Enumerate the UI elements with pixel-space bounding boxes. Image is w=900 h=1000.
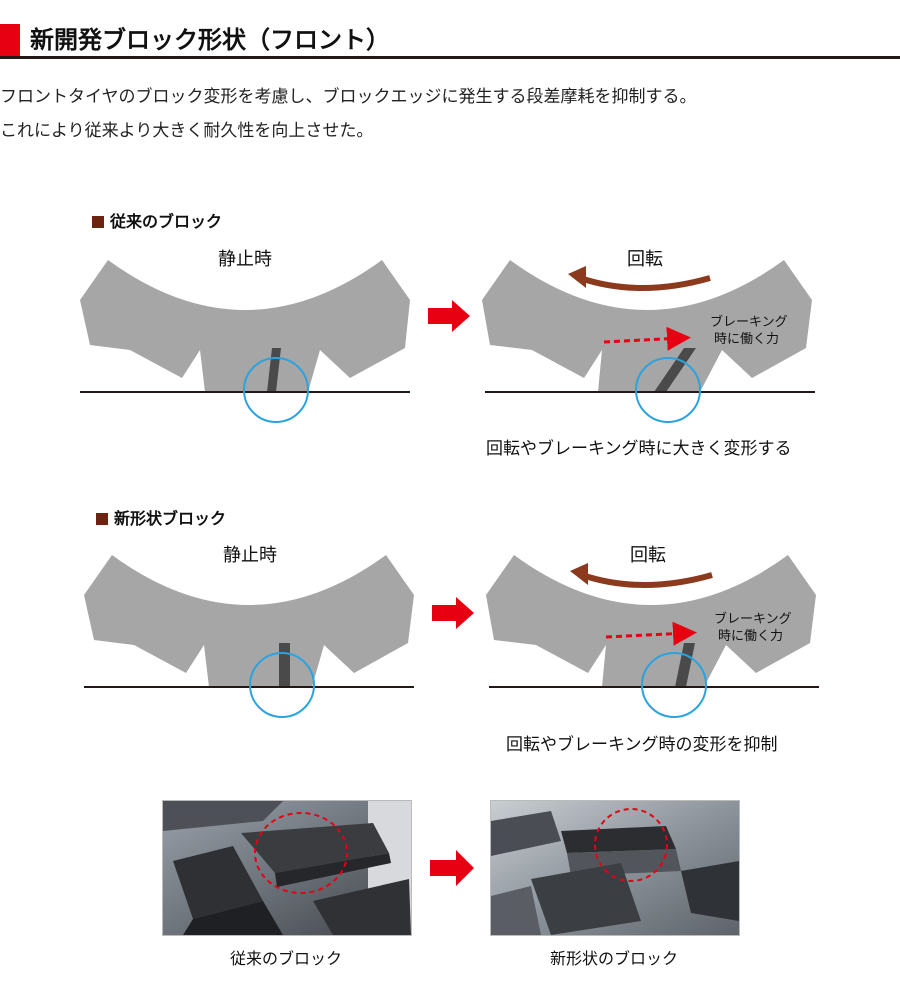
rotation-label: 回転 bbox=[630, 545, 666, 566]
highlight-circle bbox=[243, 357, 309, 423]
transition-arrow-icon bbox=[428, 300, 470, 332]
section-label-text: 新形状ブロック bbox=[114, 509, 227, 528]
static-label: 静止時 bbox=[218, 249, 272, 270]
tire-rotating bbox=[486, 555, 816, 687]
page-title: 新開発ブロック形状（フロント） bbox=[30, 26, 390, 54]
block-edge bbox=[279, 643, 290, 687]
caption-new: 回転やブレーキング時の変形を抑制 bbox=[506, 735, 778, 755]
diagram-conventional: 静止時 回転 ブレーキング 時に働く力 bbox=[80, 249, 815, 423]
highlight-circle bbox=[635, 357, 701, 423]
rotation-arrow-icon bbox=[579, 275, 711, 291]
force-label-line2: 時に働く力 bbox=[718, 629, 783, 644]
static-label: 静止時 bbox=[223, 545, 277, 566]
braking-force-arrow-icon bbox=[605, 621, 697, 646]
rotation-arrow-icon bbox=[581, 572, 713, 588]
caption-conventional: 回転やブレーキング時に大きく変形する bbox=[486, 439, 792, 459]
square-bullet-icon bbox=[92, 216, 104, 228]
transition-arrow-icon bbox=[432, 597, 474, 629]
tire-static bbox=[80, 260, 410, 392]
rotation-arrowhead-icon bbox=[568, 266, 586, 288]
section-label-new: 新形状ブロック bbox=[96, 505, 226, 529]
force-label-line2: 時に働く力 bbox=[714, 332, 779, 347]
rotation-label: 回転 bbox=[627, 249, 663, 270]
intro-line-1: フロントタイヤのブロック変形を考慮し、ブロックエッジに発生する段差摩耗を抑制する… bbox=[0, 87, 697, 107]
photo-transition-arrow-icon bbox=[430, 850, 474, 886]
section-label-text: 従来のブロック bbox=[110, 212, 223, 231]
block-edge-deformed bbox=[654, 348, 696, 392]
tire-rotating bbox=[482, 260, 812, 392]
force-label-line1: ブレーキング bbox=[714, 611, 792, 627]
header-rule bbox=[0, 56, 900, 59]
intro-line-2: これにより従来より大きく耐久性を向上させた。 bbox=[0, 121, 374, 141]
rotation-arrowhead-icon bbox=[570, 563, 588, 585]
square-bullet-icon bbox=[96, 513, 108, 525]
tire-static bbox=[84, 555, 414, 687]
force-label-line1: ブレーキング bbox=[710, 314, 788, 330]
highlight-circle bbox=[249, 652, 315, 718]
photo-new-block bbox=[490, 800, 740, 936]
block-edge-slight bbox=[675, 643, 695, 687]
photo-caption-right: 新形状のブロック bbox=[549, 949, 678, 968]
header-accent-bar bbox=[0, 24, 20, 58]
highlight-circle bbox=[641, 652, 707, 718]
section-label-conventional: 従来のブロック bbox=[92, 208, 222, 232]
diagram-new: 静止時 回転 ブレーキング 時に働く力 bbox=[84, 545, 819, 718]
photo-conventional-block bbox=[162, 800, 412, 936]
photo-caption-left: 従来のブロック bbox=[229, 949, 342, 968]
braking-force-arrow-icon bbox=[603, 326, 691, 351]
